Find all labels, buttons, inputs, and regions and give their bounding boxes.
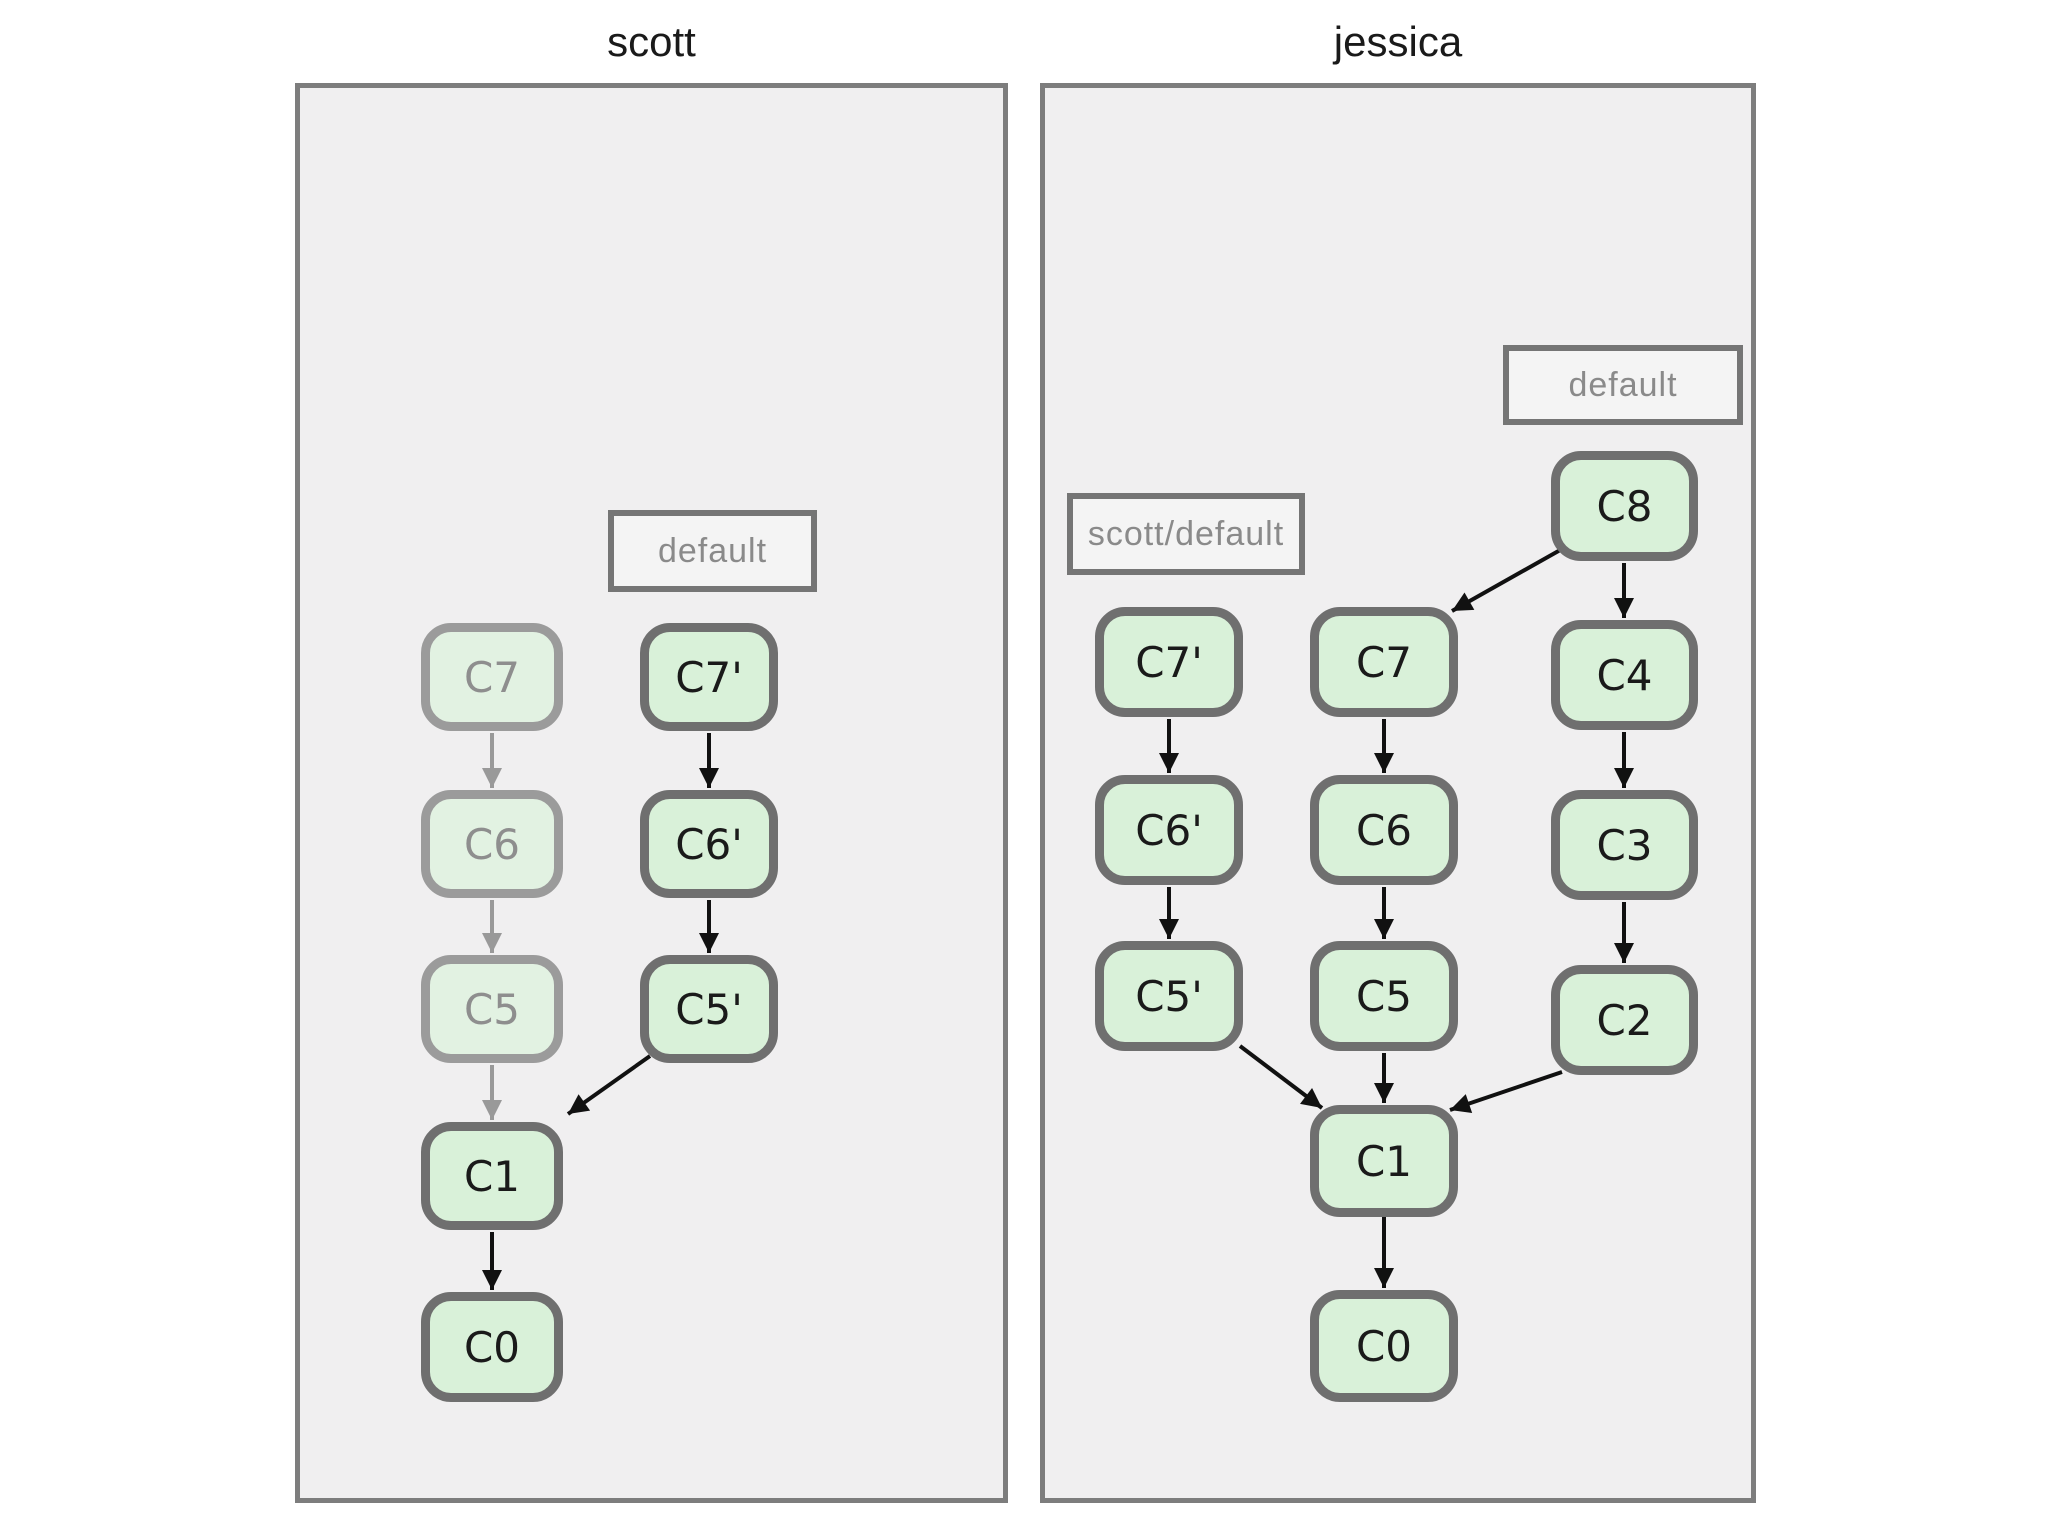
node-scott-c6-prime: C6' [640, 790, 778, 898]
node-scott-c1: C1 [421, 1122, 563, 1230]
node-jessica-c6: C6 [1310, 775, 1458, 885]
panel-title-jessica: jessica [1333, 18, 1463, 65]
node-jessica-c3: C3 [1551, 790, 1698, 900]
node-scott-c5-prime: C5' [640, 955, 778, 1063]
panel-title-scott: scott [607, 18, 696, 65]
node-scott-c0: C0 [421, 1292, 563, 1402]
branch-label-jessica-default: default [1503, 345, 1743, 425]
node-jessica-c2: C2 [1551, 965, 1698, 1075]
branch-label-scott-default: default [608, 510, 817, 592]
node-jessica-c5: C5 [1310, 941, 1458, 1051]
node-jessica-c8: C8 [1551, 451, 1698, 561]
node-scott-c7-prime: C7' [640, 623, 778, 731]
panel-scott [295, 83, 1008, 1503]
node-jessica-c5-prime: C5' [1095, 941, 1243, 1051]
node-scott-c5: C5 [421, 955, 563, 1063]
branch-label-jessica-scott-default: scott/default [1067, 493, 1305, 575]
node-jessica-c0: C0 [1310, 1290, 1458, 1402]
node-jessica-c7: C7 [1310, 607, 1458, 717]
node-jessica-c6-prime: C6' [1095, 775, 1243, 885]
node-jessica-c4: C4 [1551, 620, 1698, 730]
node-jessica-c7-prime: C7' [1095, 607, 1243, 717]
node-scott-c7: C7 [421, 623, 563, 731]
node-jessica-c1: C1 [1310, 1105, 1458, 1217]
node-scott-c6: C6 [421, 790, 563, 898]
